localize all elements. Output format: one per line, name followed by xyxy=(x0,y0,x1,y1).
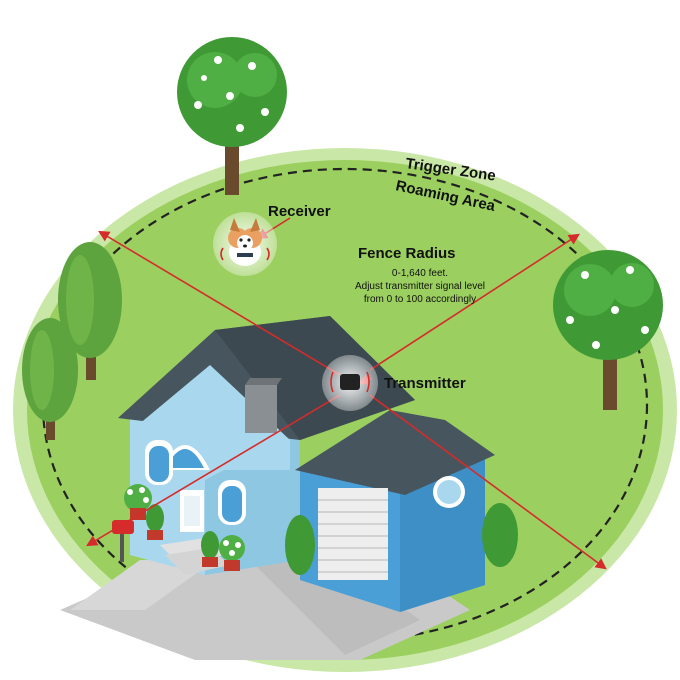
radius-range-text: 0-1,640 feet. xyxy=(392,268,448,279)
garage-door xyxy=(318,488,388,580)
tree-top xyxy=(177,37,287,195)
radius-note-line1: Adjust transmitter signal level xyxy=(355,281,485,292)
fence-radius-label: Fence Radius xyxy=(358,245,456,262)
garage xyxy=(295,410,495,612)
arrow-to-top-left xyxy=(98,230,341,376)
flower-pot-steps xyxy=(219,535,245,571)
dog-with-collar-icon xyxy=(213,212,277,276)
arrow-to-bottom-right xyxy=(369,394,607,570)
tree-left-front xyxy=(22,318,78,440)
shrub-garage-left xyxy=(285,515,315,575)
chimney xyxy=(245,378,282,433)
signal-arrows xyxy=(86,217,607,570)
transmitter-device-icon xyxy=(322,355,378,411)
plant-pot-steps xyxy=(201,531,219,567)
arrow-to-bottom-left xyxy=(86,394,341,547)
radius-note-line2: from 0 to 100 accordingly xyxy=(364,294,476,305)
mailbox-icon xyxy=(112,520,134,562)
arrow-to-top-right xyxy=(369,233,580,371)
transmitter-label: Transmitter xyxy=(384,375,466,392)
receiver-label: Receiver xyxy=(268,203,331,220)
tree-left-back xyxy=(58,242,122,380)
plant-pot-left xyxy=(146,504,164,540)
tree-right xyxy=(553,250,663,410)
flower-pot-left xyxy=(124,484,152,520)
shrub-right xyxy=(482,503,518,567)
